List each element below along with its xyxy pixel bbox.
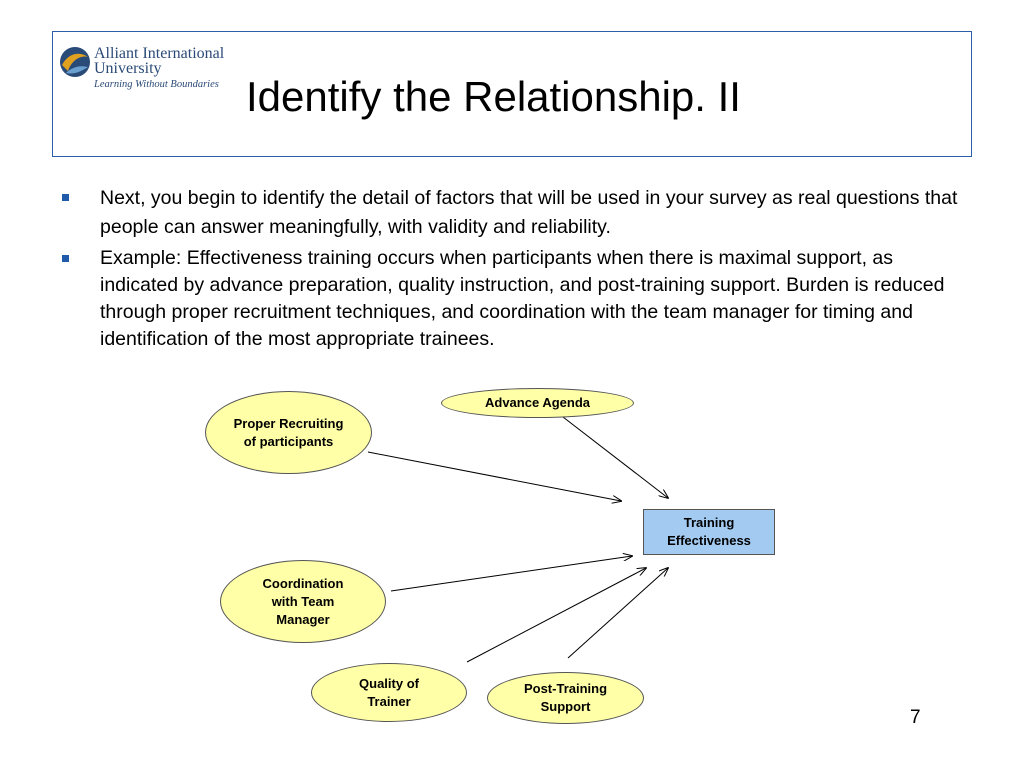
bullet-square-icon <box>62 255 69 262</box>
bullet-text: Next, you begin to identify the detail o… <box>100 187 958 238</box>
logo-name-line1: Alliant International <box>94 45 225 62</box>
arrow-coordination <box>390 556 632 592</box>
arrow-advance-agenda <box>562 416 668 498</box>
bullet-list: Next, you begin to identify the detail o… <box>62 184 962 356</box>
factor-quality-trainer: Quality of Trainer <box>311 663 467 722</box>
slide-title: Identify the Relationship. II <box>246 73 741 120</box>
bullet-text: Example: Effectiveness training occurs w… <box>100 247 945 350</box>
factor-advance-agenda: Advance Agenda <box>441 388 634 418</box>
title-frame <box>52 31 972 157</box>
university-logo: Alliant International University Learnin… <box>58 43 238 99</box>
factor-proper-recruiting: Proper Recruiting of participants <box>205 391 372 474</box>
factor-post-training: Post-Training Support <box>487 672 644 724</box>
bullet-square-icon <box>62 194 69 201</box>
arrow-quality-trainer <box>466 568 646 663</box>
outcome-training-effectiveness: Training Effectiveness <box>643 509 775 555</box>
bullet-item: Next, you begin to identify the detail o… <box>62 184 962 242</box>
page-number: 7 <box>910 707 921 728</box>
logo-tagline: Learning Without Boundaries <box>94 79 219 90</box>
logo-name-line2: University <box>94 60 162 77</box>
arrow-post-training <box>567 568 668 659</box>
bullet-item: Example: Effectiveness training occurs w… <box>62 245 962 353</box>
globe-swirl-icon <box>60 47 90 77</box>
factor-coordination: Coordination with Team Manager <box>220 560 386 643</box>
arrow-proper-recruiting <box>367 451 621 501</box>
